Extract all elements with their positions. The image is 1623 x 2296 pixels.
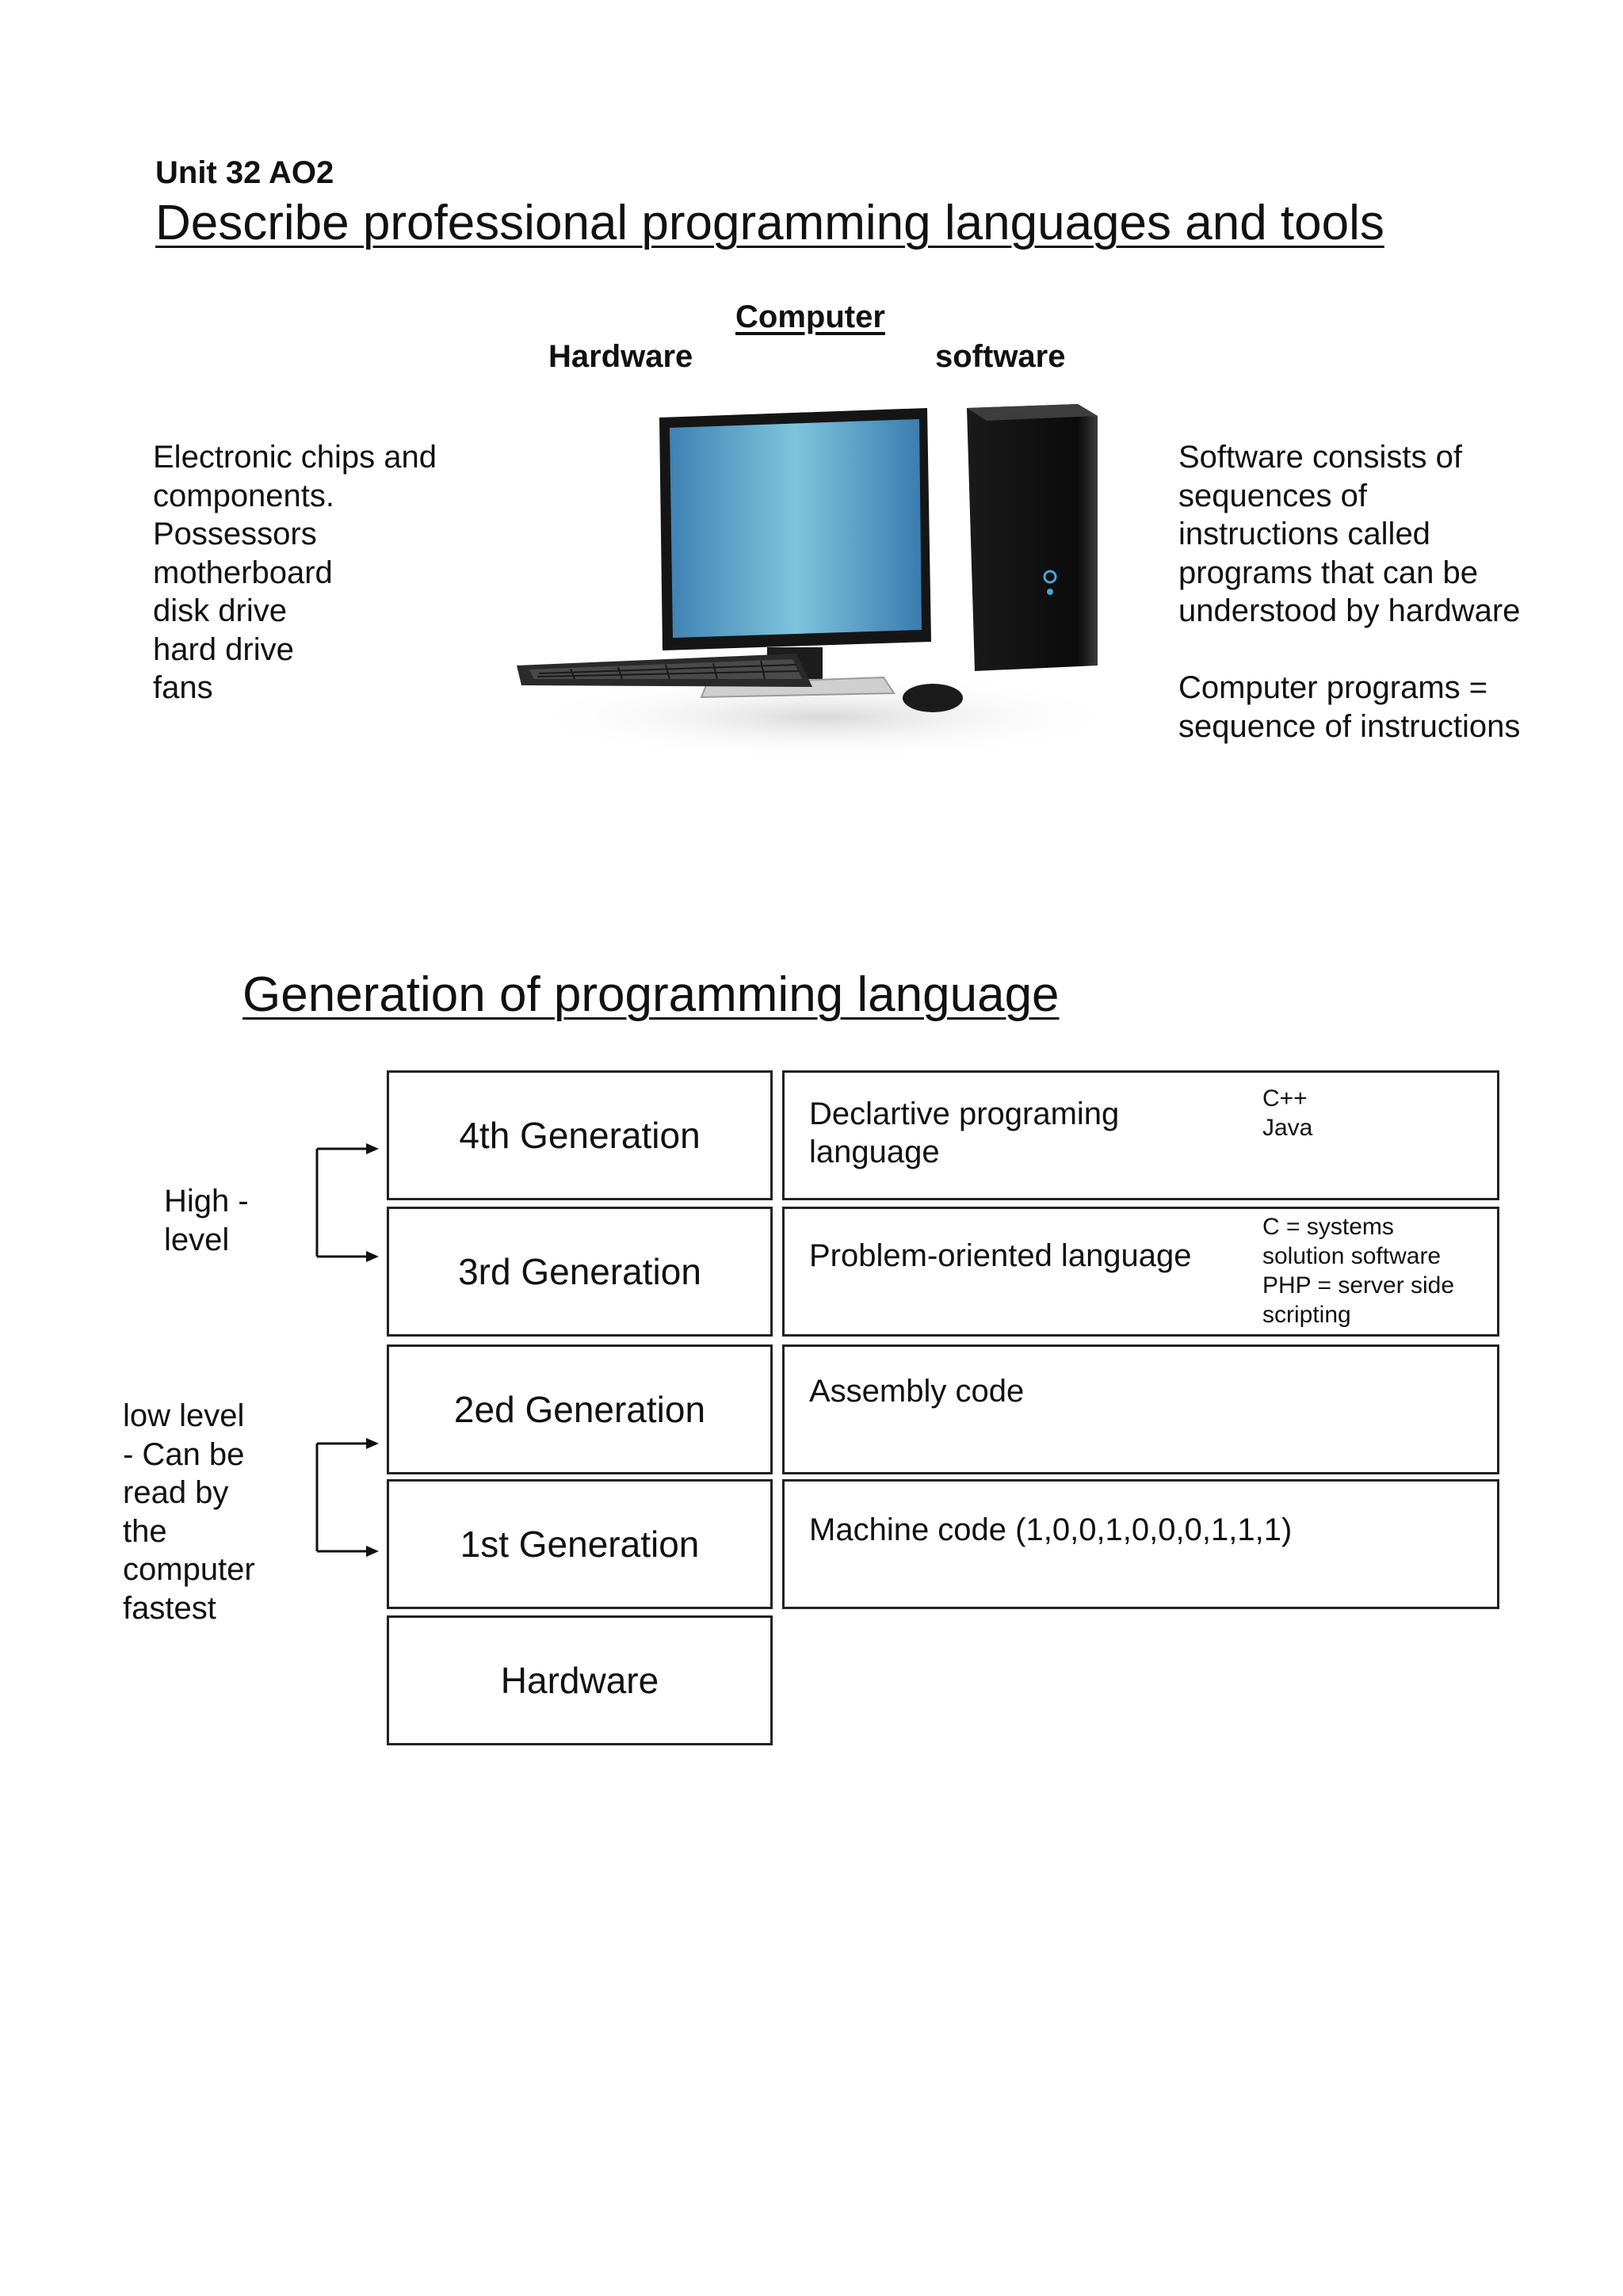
hardware-label: Hardware bbox=[548, 339, 693, 374]
language-examples: C++ Java bbox=[1262, 1085, 1313, 1141]
description-box-2nd: Assembly code bbox=[782, 1344, 1499, 1474]
high-level-label: High - level bbox=[164, 1184, 249, 1257]
desktop-computer-illustration bbox=[517, 404, 1117, 761]
software-label: software bbox=[935, 339, 1066, 374]
generation-label: 2ed Generation bbox=[453, 1389, 706, 1430]
generation-box-4th: 4th Generation bbox=[387, 1070, 773, 1200]
description-text: Problem-oriented language bbox=[809, 1238, 1192, 1273]
computer-label: Computer bbox=[735, 299, 885, 334]
generation-label: 4th Generation bbox=[459, 1115, 701, 1156]
generation-box-2nd: 2ed Generation bbox=[387, 1344, 773, 1474]
language-examples: C = systems solution software PHP = serv… bbox=[1262, 1214, 1455, 1328]
mouse-icon bbox=[903, 684, 963, 712]
generation-box-1st: 1st Generation bbox=[387, 1479, 773, 1609]
generation-label: 3rd Generation bbox=[458, 1251, 701, 1292]
keyboard-icon bbox=[517, 654, 812, 687]
low-level-label: low level - Can be read by the computer … bbox=[123, 1398, 255, 1626]
section-title: Generation of programming language bbox=[242, 967, 1060, 1022]
description-box-4th: Declartive programing language C++ Java bbox=[782, 1070, 1499, 1200]
description-text: Declartive programing language bbox=[809, 1097, 1120, 1169]
description-text: Machine code (1,0,0,1,0,0,0,1,1,1) bbox=[809, 1512, 1293, 1547]
generation-label: 1st Generation bbox=[460, 1524, 700, 1565]
generation-box-3rd: 3rd Generation bbox=[387, 1207, 773, 1337]
software-description: Software consists of sequences of instru… bbox=[1178, 440, 1521, 744]
hardware-base-box: Hardware bbox=[387, 1615, 773, 1745]
unit-label: Unit 32 AO2 bbox=[155, 155, 334, 190]
description-box-3rd: Problem-oriented language C = systems so… bbox=[782, 1207, 1499, 1337]
description-box-1st: Machine code (1,0,0,1,0,0,0,1,1,1) bbox=[782, 1479, 1499, 1609]
hardware-base-label: Hardware bbox=[500, 1660, 659, 1701]
monitor-icon bbox=[659, 408, 931, 699]
hardware-description: Electronic chips and components. Possess… bbox=[153, 440, 437, 705]
page-title: Describe professional programming langua… bbox=[155, 196, 1384, 250]
tower-icon bbox=[967, 404, 1098, 671]
description-text: Assembly code bbox=[809, 1374, 1025, 1409]
